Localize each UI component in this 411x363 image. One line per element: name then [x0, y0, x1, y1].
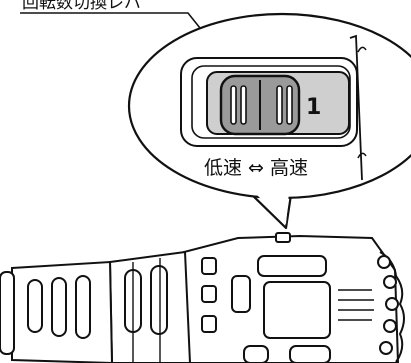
drill-illustration [0, 232, 405, 363]
speed-switch-lever-label: 回転数切換レバ [22, 0, 141, 13]
speed-range-label: 低速 ⇔ 高速 [204, 157, 308, 179]
speed-switch-lever [219, 74, 301, 136]
gear-number-label: 1 [306, 95, 321, 120]
